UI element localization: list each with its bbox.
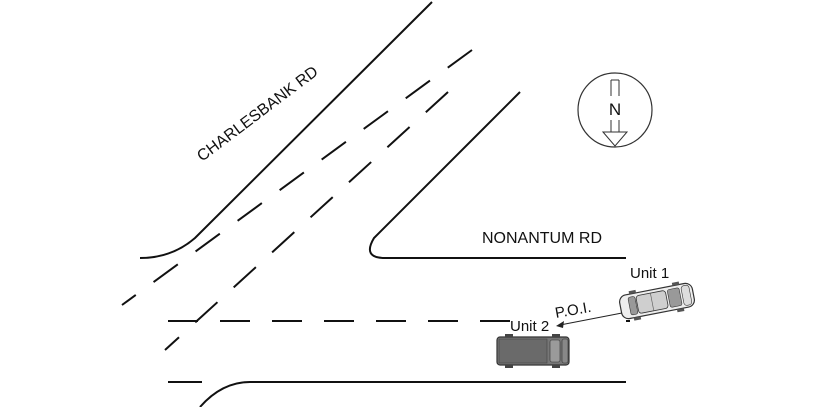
unit1-car-icon: [618, 281, 696, 321]
compass-letter: N: [609, 100, 621, 119]
nonantum-lower-edge: [199, 381, 626, 407]
poi-label: P.O.I.: [554, 299, 593, 322]
unit1-label: Unit 1: [630, 265, 669, 282]
charlesbank-right-edge: [368, 91, 626, 259]
poi-marker: [556, 312, 630, 328]
charlesbank-left-edge: [139, 1, 433, 259]
poi-leader-line: [559, 312, 623, 326]
street-label-charlesbank: CHARLESBANK RD: [194, 63, 321, 165]
north-arrow-icon: N: [577, 72, 653, 148]
charlesbank-centerline: [121, 49, 473, 306]
unit2-label: Unit 2: [510, 318, 549, 335]
unit2-truck-icon: [496, 334, 570, 368]
charlesbank-lane-line: [164, 91, 449, 351]
lane-dashes: [121, 49, 510, 351]
street-label-nonantum: NONANTUM RD: [482, 230, 602, 247]
road-lines: [139, 1, 626, 407]
compass-circle: [577, 72, 653, 148]
arrowhead-icon: [556, 321, 564, 328]
